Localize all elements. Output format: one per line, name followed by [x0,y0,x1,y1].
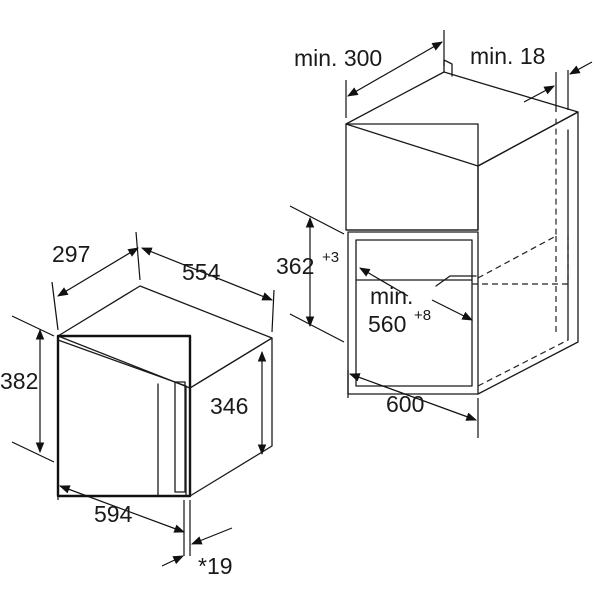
appliance-side-face [189,337,273,497]
niche-depth-guide [435,275,477,287]
cabinet-drawing [345,59,579,395]
dim-346: 346 [210,350,267,456]
dim-min-18: min. 18 [470,43,593,112]
label-362: 362 [276,253,314,279]
dim-297: 297 [51,231,141,331]
label-560-tolerance: +8 [414,307,431,324]
cabinet-top-face [345,71,579,167]
label-600: 600 [386,391,424,417]
hidden-back-upper [477,118,557,279]
appliance-drawing [56,285,273,498]
label-346: 346 [210,393,248,419]
label-594: 594 [94,501,133,527]
appliance-front-face [56,334,192,498]
hidden-floor [472,236,569,285]
label-19: *19 [198,553,233,579]
label-min-18: min. 18 [470,43,545,69]
label-554: 554 [182,259,221,285]
dim-382: 382 [0,315,55,463]
cabinet-upper-side-bottom [345,165,479,231]
dim-594: 594 [57,485,191,556]
control-panel-edge [57,339,187,497]
hidden-back-lower [477,339,569,387]
dim-19: *19 [161,527,233,579]
cabinet-upper-side [477,111,579,167]
label-min-300: min. 300 [294,45,382,71]
cabinet-upper-front [345,123,479,231]
label-560: 560 [368,311,406,337]
label-382: 382 [0,368,38,394]
dim-554: 554 [140,247,275,333]
label-297: 297 [52,241,90,267]
label-362-tolerance: +3 [322,249,339,266]
niche-side-outer [477,125,579,395]
dim-362: 362 +3 [276,205,345,343]
door-handle [174,381,186,493]
dim-min-300: min. 300 [294,30,445,118]
dim-min-560: min. 560 +8 [359,267,477,337]
dim-600: 600 [347,370,479,438]
label-min: min. [370,283,413,309]
